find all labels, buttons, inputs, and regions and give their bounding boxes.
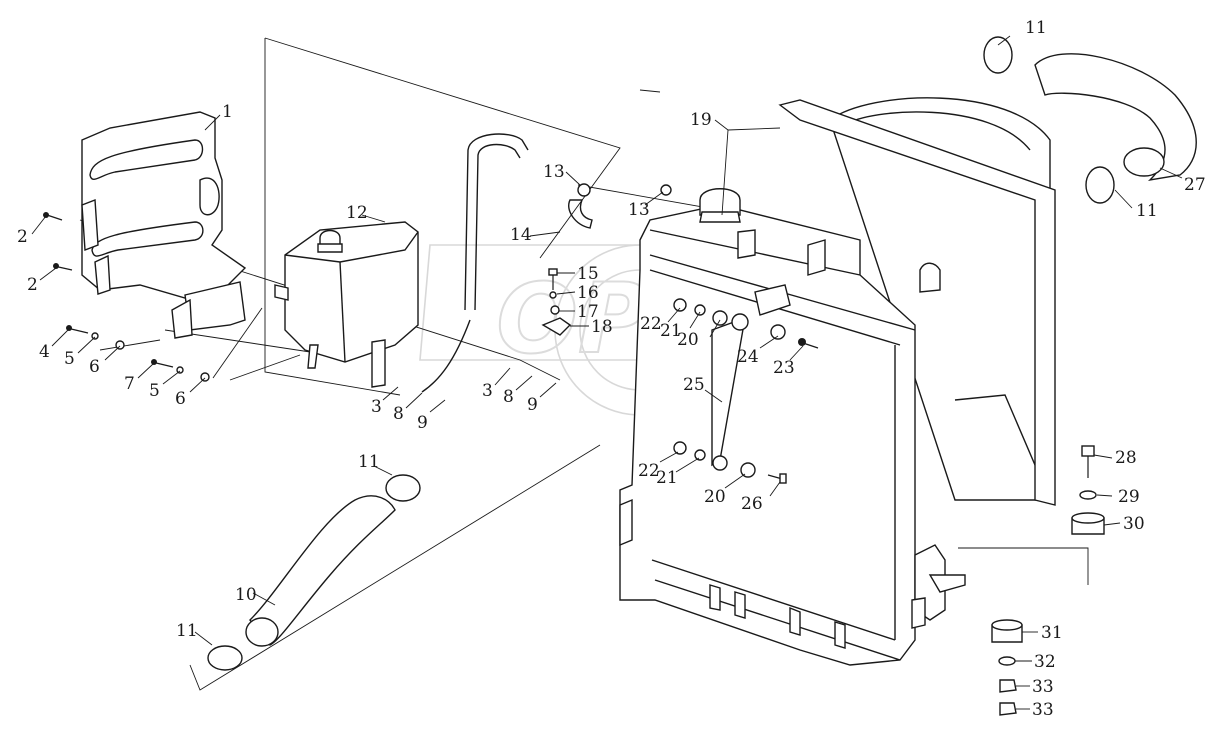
callout-17: 17 [577, 302, 599, 322]
lower-hose [207, 474, 421, 671]
callout-13b: 13 [628, 200, 650, 220]
upper-hose [983, 36, 1197, 204]
callout-15: 15 [577, 264, 599, 284]
callout-2a: 2 [17, 227, 28, 247]
callout-2b: 2 [27, 275, 38, 295]
callout-32: 32 [1034, 652, 1056, 672]
callout-31: 31 [1041, 623, 1063, 643]
callout-11d: 11 [176, 621, 198, 641]
radiator [619, 97, 1056, 666]
expansion-tank [274, 221, 419, 388]
callout-11a: 11 [1025, 18, 1047, 38]
callout-14: 14 [510, 225, 532, 245]
callout-3b: 3 [482, 381, 493, 401]
callout-12: 12 [346, 203, 368, 223]
callout-3a: 3 [371, 397, 382, 417]
heat-shield [81, 111, 247, 339]
callout-21a: 21 [660, 321, 682, 341]
callout-13a: 13 [543, 162, 565, 182]
callout-22a: 22 [640, 314, 662, 334]
callout-23: 23 [773, 358, 795, 378]
callout-22b: 22 [638, 461, 660, 481]
callout-4: 4 [39, 342, 50, 362]
callout-6b: 6 [175, 389, 186, 409]
callout-33a: 33 [1032, 677, 1054, 697]
callout-9a: 9 [417, 413, 428, 433]
callout-9b: 9 [527, 395, 538, 415]
callout-8b: 8 [503, 387, 514, 407]
shield-fasteners [43, 212, 210, 382]
mount-links [673, 284, 819, 484]
callout-6a: 6 [89, 357, 100, 377]
callout-33b: 33 [1032, 700, 1054, 720]
callout-8a: 8 [393, 404, 404, 424]
callout-20b: 20 [704, 487, 726, 507]
callout-11b: 11 [1136, 201, 1158, 221]
callout-30: 30 [1123, 514, 1145, 534]
callout-16: 16 [577, 283, 599, 303]
callout-20a: 20 [677, 330, 699, 350]
callout-24: 24 [737, 347, 759, 367]
callout-27: 27 [1184, 175, 1206, 195]
callout-11c: 11 [358, 452, 380, 472]
callout-18: 18 [591, 317, 613, 337]
callout-28: 28 [1115, 448, 1137, 468]
bracket-hardware [541, 268, 572, 336]
callout-7: 7 [124, 374, 135, 394]
overflow-hose [421, 133, 672, 393]
callout-29: 29 [1118, 487, 1140, 507]
callout-1: 1 [222, 102, 233, 122]
callout-5b: 5 [149, 381, 160, 401]
leader-lines [31, 35, 1183, 710]
callout-5a: 5 [64, 349, 75, 369]
callout-10: 10 [235, 585, 257, 605]
callout-25: 25 [683, 375, 705, 395]
callout-19: 19 [690, 110, 712, 130]
callout-26: 26 [741, 494, 763, 514]
callout-21b: 21 [656, 468, 678, 488]
callout-labels: 1 2 2 3 3 4 5 5 6 6 7 8 8 9 9 10 11 11 1… [17, 18, 1206, 720]
